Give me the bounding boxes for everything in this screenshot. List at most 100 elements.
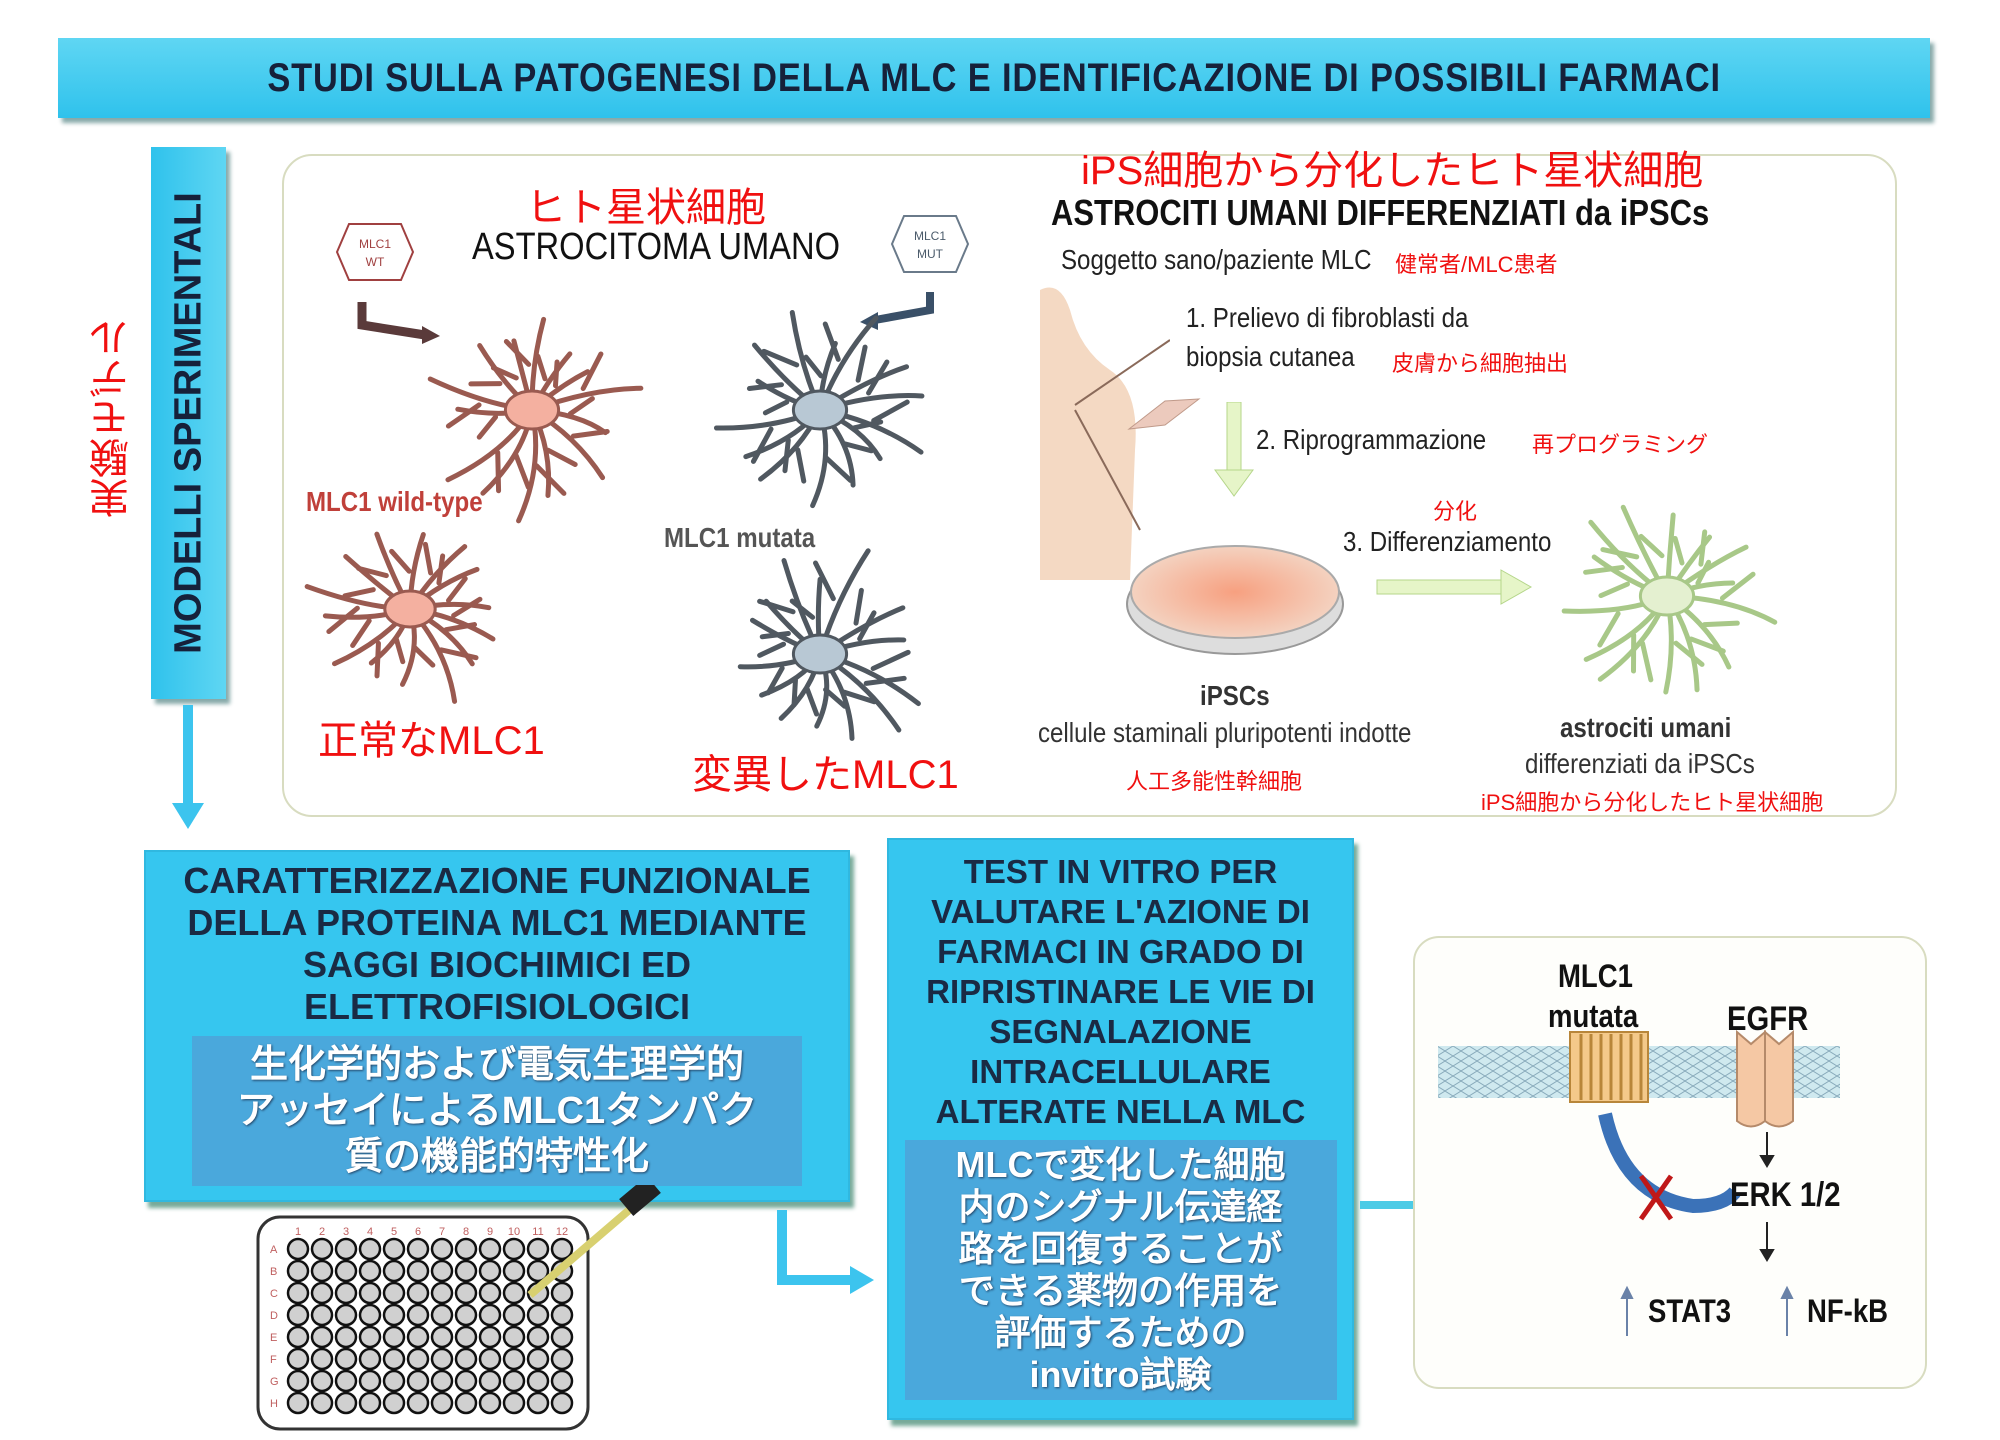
plate-col-label: 3 — [343, 1226, 349, 1238]
plate-row-label: D — [270, 1310, 278, 1322]
plate-well — [526, 1237, 550, 1261]
plate-well — [334, 1347, 358, 1371]
functional-jp-line-1: 生化学的および電気生理学的 — [249, 1044, 744, 1086]
title: STUDI SULLA PATOGENESI DELLA MLC E IDENT… — [267, 55, 1721, 100]
plate-well — [550, 1369, 574, 1393]
plate-well — [478, 1281, 502, 1305]
plate-well — [478, 1325, 502, 1349]
plate-well — [430, 1325, 454, 1349]
test-overlay-jp: MLCで変化した細胞 内のシグナル伝達経 路を回復することが できる薬物の作用を… — [904, 1140, 1337, 1400]
plate-col-label: 5 — [391, 1226, 397, 1238]
plate-well — [382, 1347, 406, 1371]
plate-col-label: 1 — [295, 1226, 301, 1238]
test-jp-line-1: MLCで変化した細胞 — [955, 1144, 1286, 1185]
plate-well — [382, 1391, 406, 1415]
step2-label: 2. Riprogrammazione — [1256, 424, 1487, 455]
plate-well — [382, 1303, 406, 1327]
plate-well — [382, 1281, 406, 1305]
subject-label-jp: 健常者/MLC患者 — [1395, 252, 1558, 277]
astro-label-2: differenziati da iPSCs — [1525, 748, 1755, 779]
functional-characterization-box: CARATTERIZZAZIONE FUNZIONALE DELLA PROTE… — [144, 850, 850, 1202]
l-arrow-icon — [777, 1210, 874, 1294]
mlc1-wt-hexagon-icon: MLC1 WT — [335, 223, 415, 281]
plate-well — [526, 1391, 550, 1415]
plate-well — [502, 1259, 526, 1283]
functional-line-1: CARATTERIZZAZIONE FUNZIONALE — [183, 860, 811, 901]
plate-well — [478, 1347, 502, 1371]
plate-well — [550, 1347, 574, 1371]
plate-well — [430, 1303, 454, 1327]
hex-mut-line2: MUT — [917, 247, 944, 261]
wt-astrocyte-1 — [427, 316, 644, 524]
plate-well — [406, 1369, 430, 1393]
functional-line-3: SAGGI BIOCHIMICI ED — [302, 944, 692, 985]
subject-label: Soggetto sano/paziente MLC — [1061, 244, 1372, 275]
pipette-icon — [527, 1201, 638, 1299]
plate-row-label: H — [270, 1398, 278, 1410]
plate-well — [358, 1281, 382, 1305]
mlc1-label: MLC1 — [1558, 958, 1633, 994]
plate-well — [406, 1347, 430, 1371]
test-jp-line-2: 内のシグナル伝達経 — [958, 1186, 1283, 1227]
astro-label-jp: iPS細胞から分化したヒト星状細胞 — [1481, 790, 1824, 815]
wt-label: MLC1 wild-type — [306, 486, 483, 517]
erk-label: ERK 1/2 — [1730, 1176, 1841, 1214]
plate-well — [454, 1369, 478, 1393]
plate-well — [502, 1303, 526, 1327]
plate-well — [502, 1325, 526, 1349]
plate-well — [406, 1237, 430, 1261]
plate-well — [382, 1325, 406, 1349]
astro-label-1: astrociti umani — [1560, 712, 1732, 743]
nfkb-label: NF-kB — [1807, 1293, 1889, 1329]
test-line-3: FARMACI IN GRADO DI — [937, 933, 1304, 970]
experimental-models-bar: MODELLI SPERIMENTALI — [151, 147, 226, 699]
plate-well — [502, 1369, 526, 1393]
astrocytoma-title: ASTROCITOMA UMANO — [472, 226, 840, 268]
blocked-signal-arrow — [1598, 1112, 1741, 1214]
ipsc-title: ASTROCITI UMANI DIFFERENZIATI da iPSCs — [1051, 192, 1710, 233]
test-line-6: INTRACELLULARE — [970, 1053, 1271, 1090]
plate-row-label: G — [270, 1376, 279, 1388]
plate-well — [454, 1325, 478, 1349]
plate-well — [334, 1391, 358, 1415]
skin-biopsy-icon — [1127, 398, 1201, 430]
plate-well — [430, 1369, 454, 1393]
plate-well — [502, 1237, 526, 1261]
functional-line-4: ELETTROFISIOLOGICI — [304, 986, 690, 1027]
plate-col-label: 11 — [532, 1226, 543, 1238]
ipscs-description: cellule staminali pluripotenti indotte — [1038, 717, 1412, 748]
plate-well — [454, 1347, 478, 1371]
plate-well — [310, 1303, 334, 1327]
mlc1-protein-icon — [1569, 1031, 1649, 1103]
plate-well — [550, 1303, 574, 1327]
step1-jp: 皮膚から細胞抽出 — [1392, 351, 1569, 376]
astrocytoma-title-jp: ヒト星状細胞 — [526, 186, 766, 230]
plate-well — [478, 1391, 502, 1415]
plate-well — [502, 1281, 526, 1305]
functional-jp-line-2: アッセイによるMLC1タンパク — [236, 1090, 758, 1132]
plate-well — [334, 1259, 358, 1283]
plate-well — [526, 1303, 550, 1327]
plate-well — [454, 1303, 478, 1327]
egfr-receptor-icon — [1736, 1029, 1794, 1128]
ipsc-astrocyte — [1561, 504, 1778, 695]
green-down-arrow-icon — [1214, 402, 1254, 497]
mut-astrocyte-2 — [737, 548, 921, 741]
mut-label-jp: 変異したMLC1 — [692, 753, 959, 797]
plate-well — [406, 1303, 430, 1327]
plate-col-label: 6 — [415, 1226, 421, 1238]
ipscs-jp: 人工多能性幹細胞 — [1126, 769, 1303, 794]
functional-line-2: DELLA PROTEINA MLC1 MEDIANTE — [187, 902, 807, 943]
plate-col-label: 10 — [508, 1226, 520, 1238]
mut-arrow-icon — [874, 292, 934, 324]
plate-well — [406, 1325, 430, 1349]
hex-wt-line2: WT — [366, 255, 385, 269]
block-x-icon — [1638, 1174, 1674, 1221]
pathway-panel — [1413, 936, 1927, 1389]
plate-well — [358, 1369, 382, 1393]
wt-astrocyte-2 — [304, 531, 496, 704]
title-banner: STUDI SULLA PATOGENESI DELLA MLC E IDENT… — [58, 38, 1930, 118]
wt-label-jp: 正常なMLC1 — [318, 719, 545, 763]
plate-well — [454, 1237, 478, 1261]
plate-well — [526, 1369, 550, 1393]
